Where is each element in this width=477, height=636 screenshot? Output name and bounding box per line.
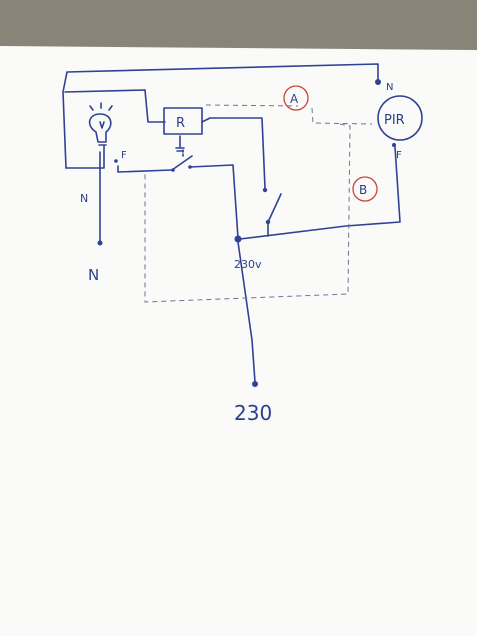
zone-a-marker: [283, 85, 309, 111]
label-supply-voltage: 230: [234, 401, 272, 425]
pir-phase-wire: [239, 146, 401, 240]
phase-lamp-terminal: [114, 159, 118, 163]
relay-contact-switch: [171, 149, 239, 239]
zone-a-dashed-boundary: [144, 104, 373, 303]
supply-terminal: [252, 381, 258, 387]
neutral-left-terminal: [97, 240, 103, 246]
supply-wire: [237, 241, 256, 383]
relay-coil-wire: [201, 117, 266, 189]
switch-terminal-top: [262, 187, 268, 193]
label-phase-pir: F: [396, 150, 402, 161]
label-zone-a: A: [290, 92, 299, 106]
pir-phase-terminal: [392, 143, 396, 147]
relay-neutral-wire: [64, 89, 166, 123]
label-zone-b: B: [359, 183, 367, 197]
junction-node: [234, 235, 242, 243]
label-neutral-left-bottom: N: [88, 266, 99, 284]
zone-b-marker: [352, 176, 378, 202]
label-neutral-pir: N: [386, 82, 393, 93]
paper-sheet: [0, 46, 477, 636]
light-bulb-icon: [88, 102, 113, 146]
pir-neutral-terminal: [375, 79, 381, 85]
neutral-lamp-wire: [65, 145, 105, 169]
switch-terminal-bottom: [265, 219, 271, 225]
label-pir: PIR: [384, 113, 405, 128]
label-phase-lamp: F: [121, 150, 127, 161]
label-relay: R: [176, 116, 185, 131]
phase-lamp-wire: [117, 165, 173, 173]
relay-box: R: [163, 107, 203, 152]
neutral-top-wire: [62, 63, 379, 169]
switch-symbol: [268, 193, 282, 221]
pir-sensor-circle: PIR: [377, 95, 423, 141]
label-junction-voltage: 230v: [234, 258, 262, 271]
label-neutral-left-top: N: [80, 192, 88, 205]
